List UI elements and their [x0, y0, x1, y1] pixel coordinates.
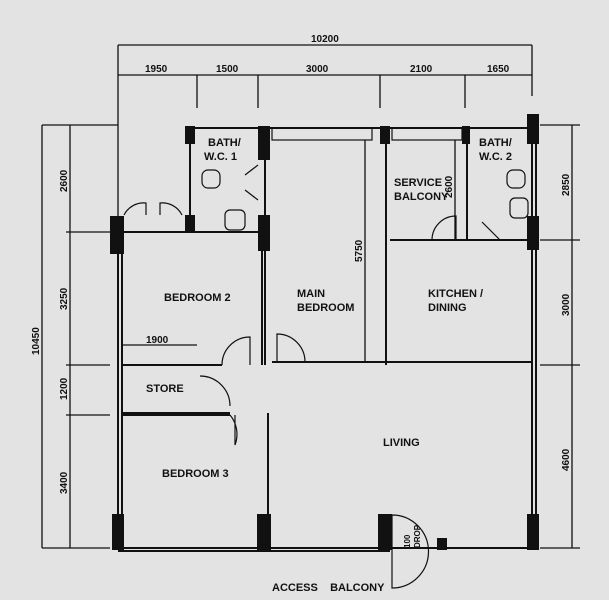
room-label-bath1-wc: W.C. 1: [204, 151, 237, 163]
dim-right-2: 3000: [561, 293, 572, 316]
room-label-bath1: BATH/: [208, 137, 241, 149]
room-labels: BATH/ W.C. 1 BATH/ W.C. 2 SERVICE BALCON…: [146, 137, 512, 594]
walls: [117, 115, 537, 552]
room-label-kitchen: KITCHEN /: [428, 288, 483, 300]
room-label-main-bedroom-2: BEDROOM: [297, 302, 354, 314]
dim-top-1: 1950: [145, 64, 168, 75]
dim-top-4: 2100: [410, 64, 433, 75]
dim-top-total: 10200: [311, 34, 339, 45]
dim-left-2: 3250: [59, 287, 70, 310]
dim-top-3: 3000: [306, 64, 329, 75]
room-label-store: STORE: [146, 383, 184, 395]
room-label-living: LIVING: [383, 437, 420, 449]
room-label-dining: DINING: [428, 302, 467, 314]
room-label-bedroom2: BEDROOM 2: [164, 292, 231, 304]
room-label-service-balcony-2: BALCONY: [394, 191, 449, 203]
dim-right-3: 4600: [561, 448, 572, 471]
dimension-labels: 10200 1950 1500 3000 2100 1650 10450 260…: [31, 34, 572, 548]
dim-top-2: 1500: [216, 64, 239, 75]
room-label-main-bedroom: MAIN: [297, 288, 325, 300]
dim-main-bedroom-depth: 5750: [354, 239, 365, 262]
room-label-bath2-wc: W.C. 2: [479, 151, 512, 163]
room-label-bedroom3: BEDROOM 3: [162, 468, 229, 480]
dim-left-total: 10450: [31, 327, 42, 355]
dimension-lines: [41, 44, 580, 549]
room-label-access-balcony: ACCESS BALCONY: [272, 582, 385, 594]
dim-left-4: 3400: [59, 471, 70, 494]
dim-left-1: 2600: [59, 169, 70, 192]
columns: [110, 114, 539, 550]
dim-right-1: 2850: [561, 173, 572, 196]
dim-store-width: 1900: [146, 335, 169, 346]
room-label-service-balcony: SERVICE: [394, 177, 442, 189]
room-label-bath2: BATH/: [479, 137, 512, 149]
drop-label: DROP: [413, 524, 422, 548]
dim-service-balcony-depth: 2600: [444, 175, 455, 198]
drop-value: 100: [403, 534, 412, 548]
dim-left-3: 1200: [59, 377, 70, 400]
dim-top-5: 1650: [487, 64, 510, 75]
doors-windows: [123, 127, 532, 589]
